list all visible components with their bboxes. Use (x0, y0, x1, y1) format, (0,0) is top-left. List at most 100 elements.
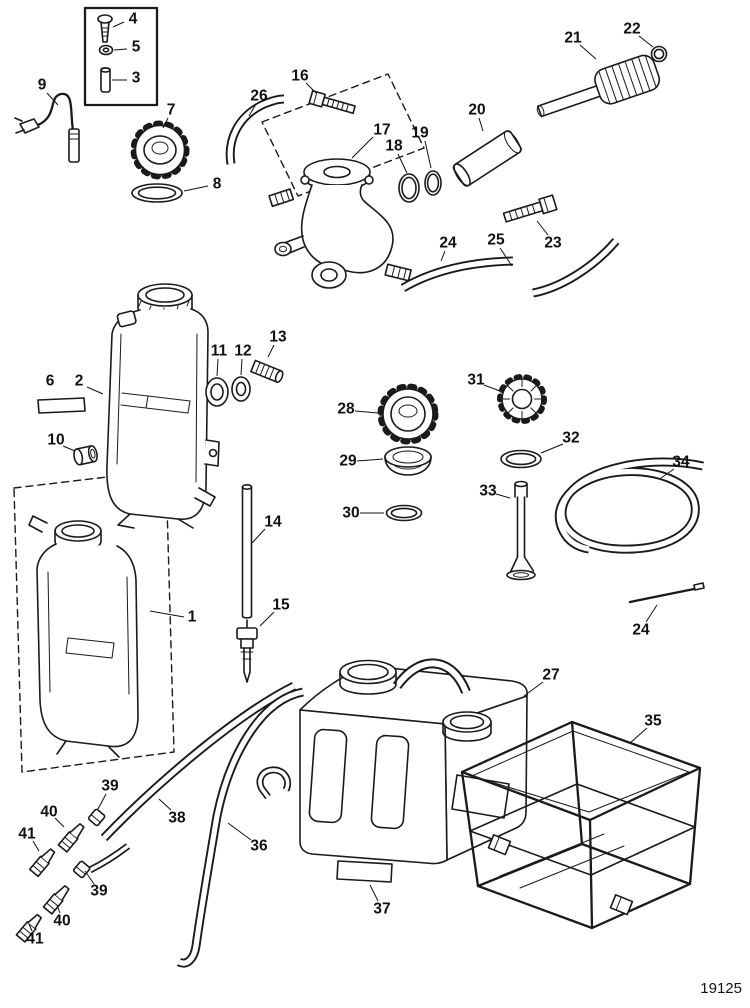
pump-oring-large (398, 173, 420, 203)
hose-clamp-39a (87, 808, 106, 827)
leader-line-40 (56, 904, 61, 914)
leader-line-19 (424, 140, 432, 169)
barb-fitting-41b (15, 913, 42, 943)
oil-hose-25 (532, 238, 620, 298)
part-callout-11: 11 (211, 343, 228, 360)
oil-tank-cap (130, 120, 190, 180)
part-callout-24: 24 (632, 622, 650, 639)
vent-hose (225, 94, 285, 165)
barb-fitting-40b (42, 885, 70, 915)
washer-12 (231, 376, 251, 402)
fill-tube (452, 130, 522, 187)
leader-line-27 (523, 681, 544, 697)
main-oil-tank (106, 283, 220, 529)
barb-fitting-41a (28, 848, 56, 878)
leader-line-12 (240, 358, 243, 376)
remote-tank-cap (377, 383, 439, 445)
part-callout-18: 18 (385, 138, 403, 155)
supply-hose-38 (100, 681, 297, 842)
leader-line-29 (356, 458, 384, 462)
leader-line-21 (579, 44, 597, 60)
decal-37 (336, 860, 393, 883)
leader-line-31 (483, 384, 501, 392)
leader-line-25 (499, 247, 513, 267)
pump-oring-small (424, 170, 442, 196)
dashed-box-pump (261, 73, 425, 197)
leader-line-26 (248, 103, 257, 117)
part-callout-27: 27 (542, 667, 559, 684)
decal-6 (37, 397, 86, 414)
leader-line-16 (305, 82, 317, 94)
drawing-number: 19125 (700, 980, 742, 997)
part-callout-15: 15 (272, 597, 290, 614)
tie-rod (628, 582, 705, 604)
part-callout-22: 22 (623, 21, 640, 38)
part-callout-12: 12 (234, 343, 251, 360)
part-callout-13: 13 (269, 329, 287, 346)
leader-line-18 (397, 153, 408, 174)
reserve-oil-tank (28, 515, 139, 758)
connector-hose (88, 843, 131, 874)
leader-line-28 (354, 410, 379, 414)
part-callout-6: 6 (46, 373, 55, 390)
leader-line-40 (54, 817, 65, 828)
part-callout-34: 34 (672, 454, 690, 471)
part-callout-24: 24 (439, 235, 457, 252)
part-callout-2: 2 (75, 373, 84, 390)
leader-line-23 (536, 220, 549, 236)
part-callout-39: 39 (101, 778, 119, 795)
part-callout-30: 30 (342, 505, 359, 522)
hose-hook (256, 766, 292, 800)
leader-line-11 (216, 358, 219, 377)
leader-line-24 (645, 604, 658, 623)
part-callout-40: 40 (53, 913, 70, 930)
leader-line-36 (227, 822, 252, 841)
oil-hose-24 (400, 256, 514, 292)
washer-11 (205, 377, 229, 407)
leader-line-32 (540, 443, 564, 454)
part-callout-41: 41 (18, 826, 36, 843)
part-callout-35: 35 (644, 713, 662, 730)
part-callout-7: 7 (167, 102, 176, 119)
leader-line-9 (46, 92, 59, 106)
pickup-tube (506, 480, 536, 581)
barb-fitting-40a (57, 823, 85, 853)
coiled-supply-hose (554, 457, 704, 554)
leader-line-34 (660, 468, 675, 479)
pickup-oring (500, 449, 542, 469)
part-callout-39: 39 (90, 883, 108, 900)
cap-oring (385, 504, 423, 522)
grommet (73, 445, 98, 466)
part-callout-28: 28 (337, 401, 355, 418)
leader-line-8 (183, 185, 209, 192)
handle-grip (536, 54, 661, 118)
leader-line-35 (629, 727, 648, 744)
part-callout-10: 10 (47, 432, 64, 449)
part-callout-29: 29 (339, 453, 357, 470)
part-callout-1: 1 (188, 609, 197, 626)
supply-hose-36 (176, 687, 305, 968)
part-callout-4: 4 (129, 11, 138, 28)
mount-bolt (502, 194, 558, 223)
part-callout-9: 9 (38, 77, 47, 94)
leader-line-17 (351, 136, 374, 159)
leader-line-4 (112, 21, 125, 28)
oil-level-sensor (14, 92, 80, 163)
part-callout-23: 23 (544, 235, 562, 252)
hardware-box (83, 6, 159, 107)
part-callout-21: 21 (564, 30, 582, 47)
leader-line-2 (86, 386, 104, 395)
grip-oring (650, 45, 668, 63)
leader-line-13 (267, 344, 275, 358)
leader-line-7 (162, 117, 169, 129)
cap-gasket (131, 183, 183, 203)
storage-cage (460, 720, 702, 930)
part-callout-14: 14 (264, 514, 282, 531)
part-callout-32: 32 (562, 430, 579, 447)
part-callout-19: 19 (411, 125, 429, 142)
leader-line-33 (495, 493, 511, 499)
leader-line-10 (62, 445, 76, 452)
part-callout-33: 33 (479, 483, 497, 500)
